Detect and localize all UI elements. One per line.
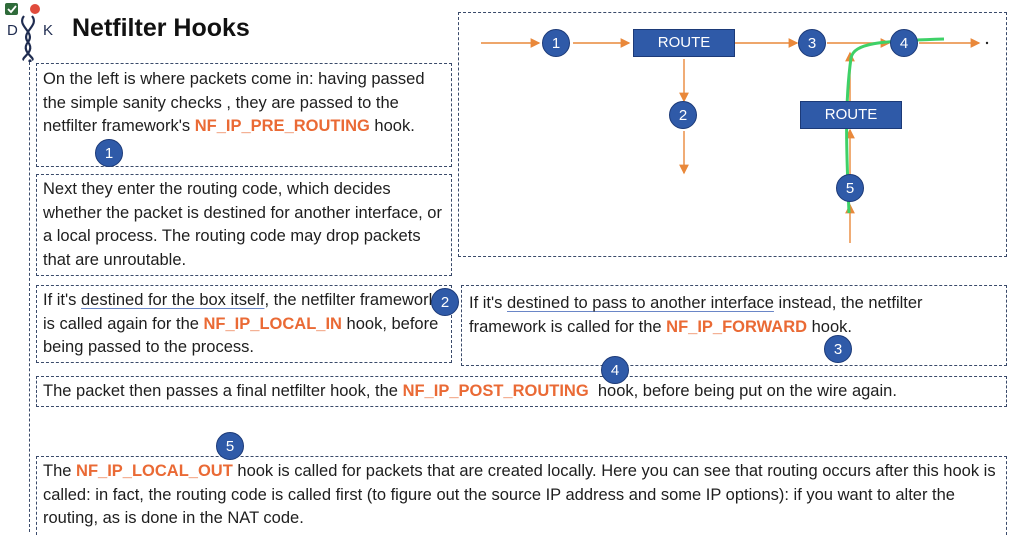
diagram-marker-4: 4	[890, 29, 918, 57]
local-in-box	[36, 285, 452, 363]
diagram-marker-2: 2	[669, 101, 697, 129]
post-routing-desc: The packet then passes a final netfilter…	[43, 382, 403, 400]
logo: D K	[2, 2, 54, 63]
forward-text: If it's destined to pass to another inte…	[469, 292, 999, 339]
hook-local-out: NF_IP_LOCAL_OUT	[76, 462, 233, 480]
badge-5: 5	[216, 432, 244, 460]
local-out-desc: hook is called for packets that are crea…	[43, 462, 996, 527]
forward-suffix: hook.	[807, 317, 852, 336]
badge-2: 2	[431, 288, 459, 316]
pre-routing-text: On the left is where packets come in: ha…	[43, 68, 443, 139]
local-out-text: The NF_IP_LOCAL_OUT hook is called for p…	[43, 460, 1001, 531]
local-in-middle: , the netfilter framework is called agai…	[43, 291, 437, 333]
local-in-underlined: destined for the box itself	[81, 291, 265, 309]
route-box-right: ROUTE	[800, 101, 902, 129]
hook-forward: NF_IP_FORWARD	[666, 317, 808, 336]
pre-routing-suffix: hook.	[369, 117, 415, 135]
forward-box	[461, 285, 1007, 366]
local-in-suffix: hook, before being passed to the process…	[43, 314, 439, 357]
diagram-marker-3: 3	[798, 29, 826, 57]
hook-post-routing: NF_IP_POST_ROUTING	[402, 382, 589, 400]
diagram-box: 1 ROUTE 3 4 2 ROUTE 5	[458, 12, 1007, 257]
routing-box	[36, 174, 452, 276]
diagram-marker-5: 5	[836, 174, 864, 202]
badge-4: 4	[601, 356, 629, 384]
hook-local-in: NF_IP_LOCAL_IN	[203, 314, 342, 333]
routing-text: Next they enter the routing code, which …	[43, 180, 442, 269]
hook-pre-routing: NF_IP_PRE_ROUTING	[194, 117, 370, 135]
local-in-text: If it's destined for the box itself, the…	[43, 289, 448, 360]
diagram-marker-1: 1	[542, 29, 570, 57]
logo-mark	[5, 3, 40, 63]
badge-1: 1	[95, 139, 123, 167]
forward-middle: instead, the netfilter framework is call…	[469, 294, 923, 336]
post-routing-suffix: hook, before being put on the wire again…	[588, 382, 897, 400]
local-out-box	[36, 456, 1007, 535]
forward-prefix: If it's	[469, 294, 507, 312]
logo-letter-k: K	[43, 22, 54, 39]
forward-underlined: destined to pass to another interface	[507, 294, 774, 312]
pre-routing-desc: On the left is where packets come in: ha…	[43, 70, 425, 135]
route-box-top: ROUTE	[633, 29, 735, 57]
post-routing-box	[36, 376, 1007, 407]
local-in-prefix: If it's	[43, 291, 81, 309]
pre-routing-box	[36, 63, 452, 167]
logo-letter-d: D	[7, 22, 18, 39]
post-routing-text: The packet then passes a final netfilter…	[43, 380, 1003, 404]
local-out-prefix: The	[43, 462, 77, 480]
page-title: Netfilter Hooks	[72, 14, 250, 42]
left-guide-line	[29, 62, 30, 532]
badge-3: 3	[824, 335, 852, 363]
